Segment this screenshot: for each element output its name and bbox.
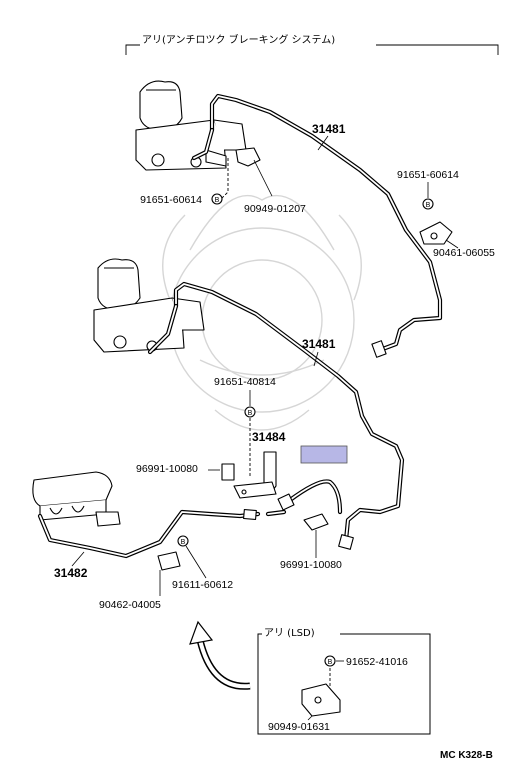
bracket-31484 xyxy=(233,451,277,499)
label-90461-06055: 90461-06055 xyxy=(433,247,495,259)
clip-90461-06055 xyxy=(419,221,459,249)
leader-31481-lower xyxy=(313,351,319,367)
bolt-lower xyxy=(177,535,207,579)
clip-90462-04005 xyxy=(157,551,181,596)
bolt-marker-upper-right: B xyxy=(426,202,431,209)
brake-pipe-31482 xyxy=(37,508,287,559)
label-90949-01207: 90949-01207 xyxy=(244,203,306,215)
master-cylinder-middle xyxy=(93,258,205,353)
highlight-box xyxy=(300,445,348,464)
brake-pipe-31481-lower xyxy=(147,281,405,550)
bolt-upper-left xyxy=(211,158,229,205)
master-cylinder-upper xyxy=(135,80,247,171)
label-96991-10080-left: 96991-10080 xyxy=(136,463,198,475)
proportioning-valve xyxy=(32,471,121,527)
label-91651-60614-right: 91651-60614 xyxy=(397,169,459,181)
label-91652-41016: 91652-41016 xyxy=(346,656,408,668)
label-96991-10080-right: 96991-10080 xyxy=(280,559,342,571)
bolt-middle xyxy=(244,406,256,418)
inset-bolt xyxy=(324,655,344,667)
label-91651-60614-left: 91651-60614 xyxy=(140,194,202,206)
brake-pipe-31481-upper xyxy=(191,93,443,358)
bolt-marker-middle: B xyxy=(248,410,253,417)
label-90949-01631: 90949-01631 xyxy=(268,721,330,733)
reference-code: MC K328-B xyxy=(440,750,493,761)
label-90462-04005: 90462-04005 xyxy=(99,599,161,611)
inset-arrow xyxy=(189,620,251,690)
label-91611-60612: 91611-60612 xyxy=(172,579,233,591)
lsd-inset xyxy=(257,624,431,735)
inset-bolt-marker: B xyxy=(328,659,333,666)
clip-96991-left xyxy=(221,463,235,481)
watermark-crest xyxy=(162,195,362,431)
label-31481-lower: 31481 xyxy=(302,337,336,351)
clip-96991-right xyxy=(303,513,329,558)
abs-header-label: アリ(アンチロツク ブレーキング システム) xyxy=(142,33,335,46)
bolt-marker-lower: B xyxy=(181,539,186,546)
flexible-hose xyxy=(277,479,343,515)
inset-title: アリ (LSD) xyxy=(264,628,315,639)
bolt-upper-right xyxy=(422,198,434,210)
leader-31481-upper xyxy=(317,135,329,151)
clip-90949-01207 xyxy=(235,147,273,197)
bolt-marker-upper-left: B xyxy=(215,197,220,204)
label-31484: 31484 xyxy=(252,430,286,444)
label-31481-upper: 31481 xyxy=(312,122,346,136)
label-31482: 31482 xyxy=(54,566,88,580)
leader-31482 xyxy=(71,551,85,567)
inset-clip xyxy=(301,683,341,721)
label-91651-40814: 91651-40814 xyxy=(214,376,276,388)
abs-header-bracket xyxy=(125,33,499,55)
